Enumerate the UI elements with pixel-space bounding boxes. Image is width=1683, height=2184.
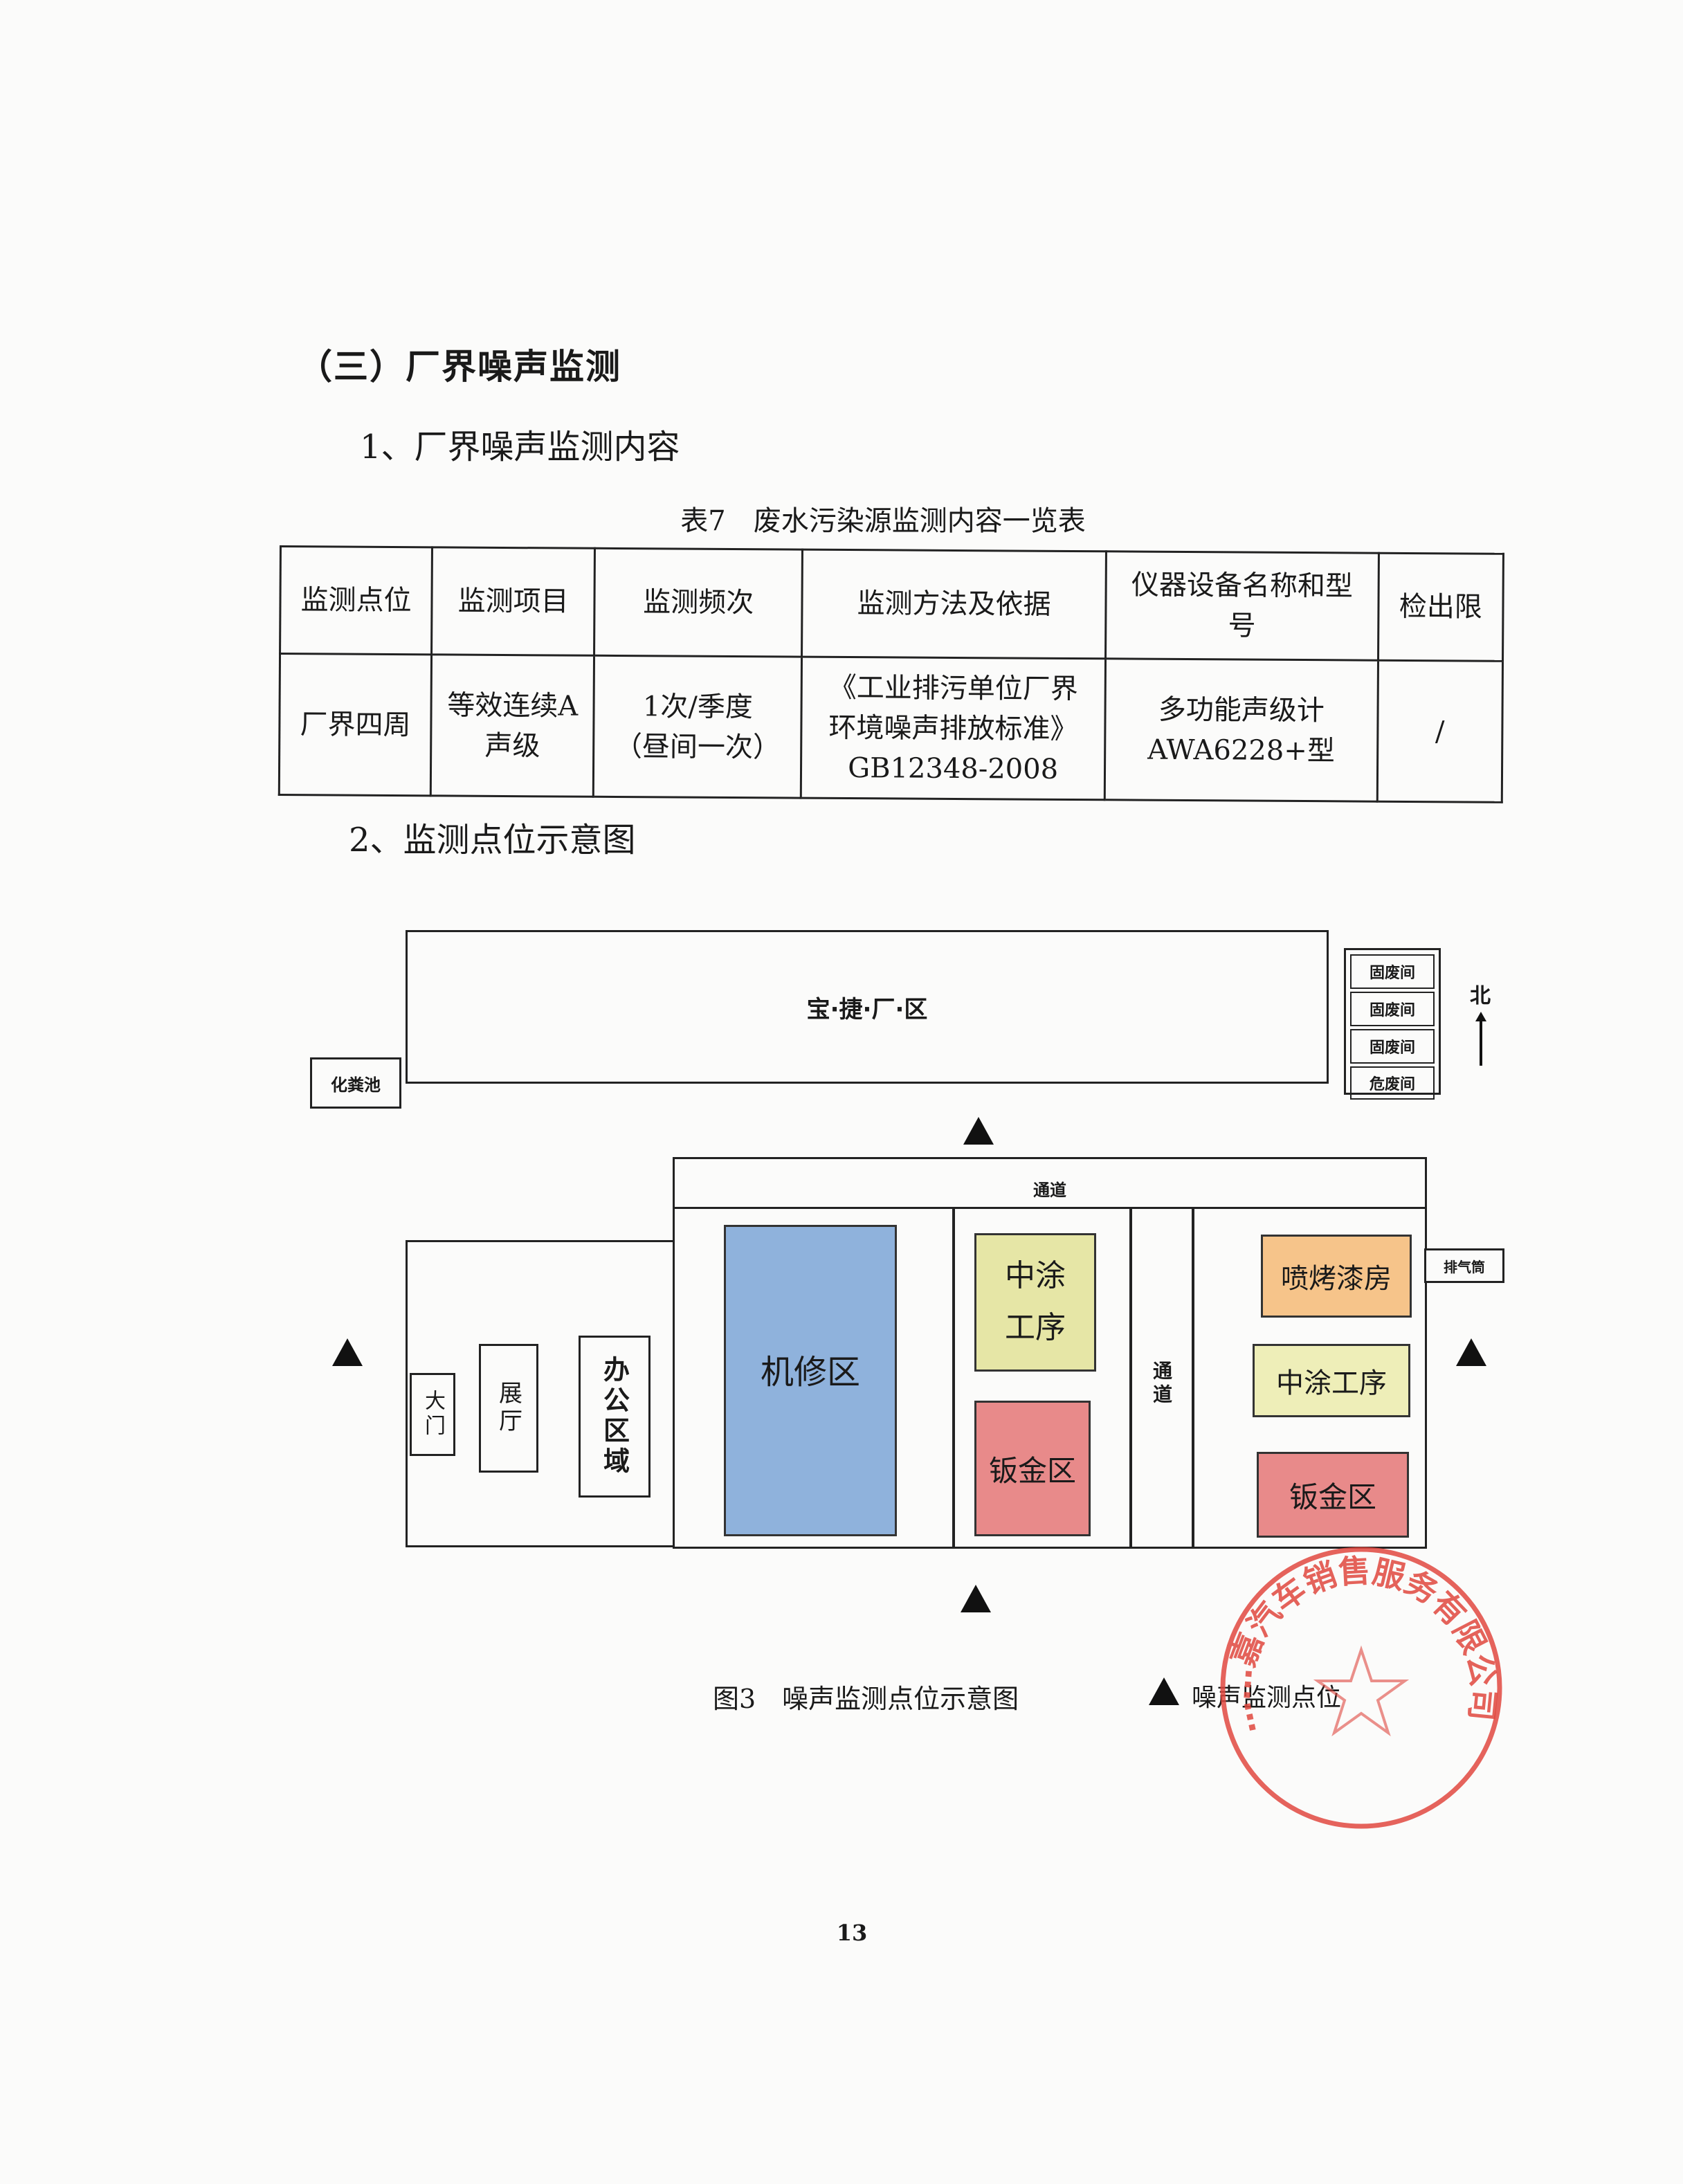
sheet-metal-right: 钣金区 xyxy=(1257,1452,1409,1538)
table-cell-instrument: 多功能声级计 AWA6228+型 xyxy=(1104,658,1379,802)
corridor-top: 通道 xyxy=(673,1157,1427,1210)
waste-room: 固废间 xyxy=(1350,992,1435,1026)
office-area-label: 办公区域 xyxy=(599,1356,630,1477)
svg-text:……嘉汽车销售服务有限公司: ……嘉汽车销售服务有限公司 xyxy=(1220,1551,1502,1738)
table-header: 监测项目 xyxy=(431,547,595,656)
corridor-middle: 通道 xyxy=(1140,1343,1182,1426)
legend-label: 噪声监测点位 xyxy=(1192,1684,1342,1712)
table-header: 仪器设备名称和型号 xyxy=(1105,551,1379,661)
waste-room: 固废间 xyxy=(1350,1029,1435,1064)
repair-area-label: 机修区 xyxy=(760,1353,860,1392)
office-area: 办公区域 xyxy=(579,1336,651,1498)
exhaust-stack-label: 排气筒 xyxy=(1444,1258,1485,1275)
sheet-metal-left: 钣金区 xyxy=(974,1401,1091,1536)
hazardous-waste-room: 危废间 xyxy=(1350,1066,1435,1100)
method-line: 《工业排污单位厂界 xyxy=(828,671,1079,705)
legend-noise-point-icon xyxy=(1149,1677,1179,1705)
table-cell-point: 厂界四周 xyxy=(279,653,432,796)
septic-tank: 化粪池 xyxy=(310,1057,401,1109)
table-row: 厂界四周 等效连续A声级 1次/季度 （昼间一次） 《工业排污单位厂界 环境噪声… xyxy=(279,653,1503,803)
table-header: 监测点位 xyxy=(280,546,433,655)
exhibition-hall: 展厅 xyxy=(479,1344,538,1473)
paint-mid-left-label: 中涂工序 xyxy=(1005,1258,1066,1345)
plant-area-label: 宝·捷·厂·区 xyxy=(806,995,928,1023)
company-seal: ……嘉汽车销售服务有限公司 xyxy=(1220,1547,1502,1829)
section-title: （三）厂界噪声监测 xyxy=(298,346,621,387)
table-header: 监测频次 xyxy=(594,548,803,657)
spray-booth-label: 喷烤漆房 xyxy=(1281,1263,1392,1295)
noise-point-icon xyxy=(963,1117,994,1145)
gate: 大门 xyxy=(410,1373,455,1456)
waste-room: 固废间 xyxy=(1350,954,1435,989)
noise-point-icon xyxy=(961,1585,991,1612)
method-line: GB12348-2008 xyxy=(848,752,1059,785)
plant-area: 宝·捷·厂·区 xyxy=(406,930,1329,1084)
exhibition-hall-label: 展厅 xyxy=(494,1381,522,1436)
paint-mid-right: 中涂工序 xyxy=(1253,1344,1410,1417)
subsection-title-content: 1、厂界噪声监测内容 xyxy=(360,428,680,466)
workshop-divider xyxy=(952,1207,955,1549)
workshop-divider xyxy=(1192,1207,1194,1549)
noise-point-icon xyxy=(332,1338,363,1366)
workshop-divider xyxy=(1129,1207,1132,1549)
company-seal-text: ……嘉汽车销售服务有限公司 xyxy=(1220,1551,1502,1738)
table-header: 检出限 xyxy=(1378,553,1504,662)
instrument-line: AWA6228+型 xyxy=(1147,734,1335,767)
septic-tank-label: 化粪池 xyxy=(331,1075,381,1095)
sheet-metal-right-label: 钣金区 xyxy=(1289,1480,1376,1514)
table-header-row: 监测点位 监测项目 监测频次 监测方法及依据 仪器设备名称和型号 检出限 xyxy=(280,546,1504,662)
table-cell-item: 等效连续A声级 xyxy=(430,654,594,797)
north-label: 北 xyxy=(1470,984,1491,1008)
table-header: 监测方法及依据 xyxy=(801,549,1107,659)
subsection-title-diagram: 2、监测点位示意图 xyxy=(349,821,636,859)
figure-caption: 图3 噪声监测点位示意图 xyxy=(713,1684,1019,1714)
exhaust-stack: 排气筒 xyxy=(1424,1248,1504,1283)
paint-mid-left: 中涂工序 xyxy=(974,1233,1096,1372)
table-caption: 表7 废水污染源监测内容一览表 xyxy=(680,505,1086,537)
frequency-line: （昼间一次） xyxy=(614,730,781,763)
waste-room-stack: 固废间 固废间 固废间 危废间 xyxy=(1344,948,1441,1100)
method-line: 环境噪声排放标准》 xyxy=(828,711,1078,745)
paint-mid-right-label: 中涂工序 xyxy=(1276,1367,1387,1399)
frequency-line: 1次/季度 xyxy=(642,690,753,723)
table-cell-frequency: 1次/季度 （昼间一次） xyxy=(593,655,802,799)
gate-label: 大门 xyxy=(421,1390,445,1439)
table-cell-method: 《工业排污单位厂界 环境噪声排放标准》 GB12348-2008 xyxy=(801,657,1106,800)
monitoring-table: 监测点位 监测项目 监测频次 监测方法及依据 仪器设备名称和型号 检出限 厂界四… xyxy=(278,545,1504,803)
table-cell-limit: / xyxy=(1376,660,1503,803)
repair-area: 机修区 xyxy=(724,1225,897,1536)
instrument-line: 多功能声级计 xyxy=(1158,693,1325,727)
spray-booth: 喷烤漆房 xyxy=(1261,1235,1412,1318)
page-number: 13 xyxy=(836,1920,868,1946)
noise-point-icon xyxy=(1456,1338,1486,1366)
sheet-metal-left-label: 钣金区 xyxy=(988,1453,1076,1488)
corridor-top-label: 通道 xyxy=(1033,1181,1066,1200)
north-arrow-icon xyxy=(1473,1012,1489,1070)
corridor-middle-label: 通道 xyxy=(1150,1361,1173,1408)
